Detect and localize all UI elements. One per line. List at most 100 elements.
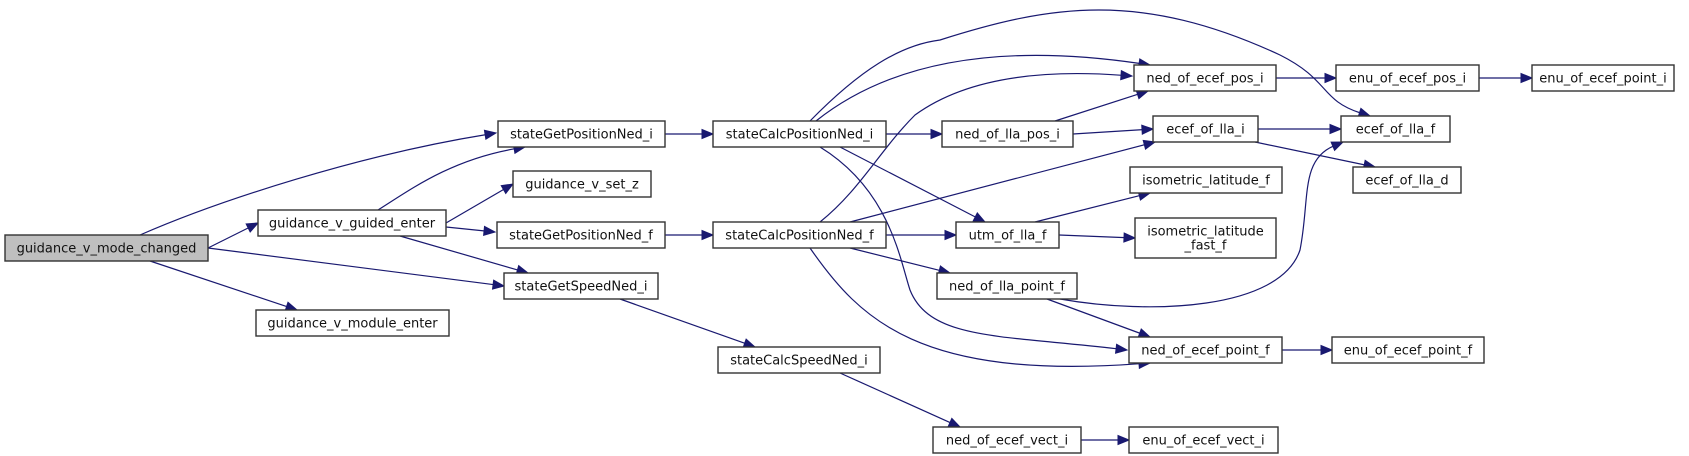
edge-ned_of_ecef_point_f-to-enu_of_ecef_point_f	[1282, 344, 1334, 356]
node-ned_of_ecef_vect_i[interactable]: ned_of_ecef_vect_i	[932, 426, 1082, 454]
node-box	[1133, 64, 1277, 92]
node-enu_of_ecef_point_i[interactable]: enu_of_ecef_point_i	[1531, 64, 1675, 92]
node-label: enu_of_ecef_point_f	[1344, 344, 1473, 359]
edge-line	[849, 247, 941, 272]
arrowhead-icon	[483, 129, 498, 141]
edge-guidance_v_guided_enter-to-stateGetPositionNed_f	[445, 225, 497, 237]
node-stateGetPositionNed_f[interactable]: stateGetPositionNed_f	[496, 221, 666, 249]
node-box	[1352, 166, 1462, 194]
node-box	[936, 272, 1078, 300]
arrowhead-icon	[701, 128, 715, 140]
node-box	[1129, 166, 1283, 194]
arrowhead-icon	[1141, 124, 1155, 135]
node-label: ned_of_ecef_pos_i	[1146, 72, 1263, 87]
node-stateGetPositionNed_i[interactable]: stateGetPositionNed_i	[497, 120, 666, 148]
edge-utm_of_lla_f-to-isometric_latitude_f	[1034, 190, 1152, 223]
edge-stateGetPositionNed_f-to-stateCalcPositionNed_f	[665, 229, 715, 241]
node-box	[497, 120, 666, 148]
node-label: utm_of_lla_f	[969, 229, 1047, 244]
edge-line	[207, 247, 495, 286]
edge-line	[445, 226, 486, 232]
node-label: enu_of_ecef_vect_i	[1142, 434, 1264, 449]
node-stateCalcSpeedNed_i[interactable]: stateCalcSpeedNed_i	[717, 346, 881, 374]
node-ned_of_ecef_pos_i[interactable]: ned_of_ecef_pos_i	[1133, 64, 1277, 92]
arrowhead-icon	[1324, 72, 1338, 84]
node-label: ned_of_lla_pos_i	[955, 128, 1060, 143]
arrowhead-icon	[1120, 69, 1134, 81]
edge-line	[1072, 129, 1144, 135]
edge-line	[1059, 145, 1335, 308]
node-guidance_v_set_z[interactable]: guidance_v_set_z	[512, 170, 652, 198]
node-label: stateGetPositionNed_f	[509, 229, 653, 244]
node-label: stateGetPositionNed_i	[510, 128, 653, 143]
edge-stateGetSpeedNed_i-to-stateCalcSpeedNed_i	[619, 298, 757, 349]
node-isometric_latitude_f[interactable]: isometric_latitude_f	[1129, 166, 1283, 194]
node-enu_of_ecef_pos_i[interactable]: enu_of_ecef_pos_i	[1335, 64, 1480, 92]
arrowhead-icon	[1123, 232, 1137, 243]
edge-line	[139, 134, 487, 236]
node-box	[712, 120, 887, 148]
node-box	[955, 221, 1060, 249]
node-stateCalcPositionNed_i[interactable]: stateCalcPositionNed_i	[712, 120, 887, 148]
node-label: enu_of_ecef_pos_i	[1349, 72, 1466, 87]
edge-line	[149, 260, 288, 308]
node-guidance_v_guided_enter[interactable]: guidance_v_guided_enter	[257, 209, 447, 237]
edge-line	[1034, 194, 1141, 223]
node-box	[257, 209, 447, 237]
node-label: isometric_latitude	[1147, 225, 1264, 240]
node-box	[712, 221, 887, 249]
edge-line	[619, 298, 746, 345]
node-label: stateGetSpeedNed_i	[515, 280, 648, 295]
node-label: ecef_of_lla_d	[1365, 174, 1448, 189]
node-ecef_of_lla_i[interactable]: ecef_of_lla_i	[1152, 115, 1259, 143]
arrowhead-icon	[245, 222, 260, 233]
edge-stateCalcPositionNed_i-to-ned_of_lla_pos_i	[886, 128, 944, 140]
node-enu_of_ecef_point_f[interactable]: enu_of_ecef_point_f	[1331, 336, 1485, 364]
arrowhead-icon	[500, 183, 515, 195]
node-utm_of_lla_f[interactable]: utm_of_lla_f	[955, 221, 1060, 249]
node-box	[1531, 64, 1675, 92]
node-ned_of_lla_pos_i[interactable]: ned_of_lla_pos_i	[941, 120, 1074, 148]
node-label: guidance_v_module_enter	[267, 317, 438, 332]
nodes-layer: guidance_v_mode_changed guidance_v_guided…	[4, 64, 1675, 454]
node-box	[1340, 115, 1451, 143]
node-label: _fast_f	[1184, 239, 1227, 254]
edge-line	[445, 188, 505, 224]
edge-guidance_v_guided_enter-to-guidance_v_set_z	[445, 183, 515, 224]
edge-line	[399, 235, 519, 271]
node-box	[255, 309, 450, 337]
node-label: enu_of_ecef_point_i	[1539, 72, 1667, 87]
edge-line	[839, 372, 952, 424]
edge-line	[809, 9, 1361, 122]
node-label: ned_of_lla_point_f	[949, 280, 1065, 295]
node-enu_of_ecef_vect_i[interactable]: enu_of_ecef_vect_i	[1128, 426, 1279, 454]
node-box	[1335, 64, 1480, 92]
node-box	[1128, 426, 1279, 454]
node-label: ecef_of_lla_i	[1166, 123, 1245, 138]
arrowhead-icon	[1520, 72, 1534, 84]
node-ned_of_lla_point_f[interactable]: ned_of_lla_point_f	[936, 272, 1078, 300]
edge-stateCalcPositionNed_f-to-ned_of_lla_point_f	[849, 247, 952, 276]
node-ecef_of_lla_d[interactable]: ecef_of_lla_d	[1352, 166, 1462, 194]
node-stateGetSpeedNed_i[interactable]: stateGetSpeedNed_i	[503, 272, 659, 300]
edge-ned_of_ecef_pos_i-to-enu_of_ecef_pos_i	[1276, 72, 1338, 84]
node-guidance_v_mode_changed[interactable]: guidance_v_mode_changed	[4, 234, 209, 262]
node-ecef_of_lla_f[interactable]: ecef_of_lla_f	[1340, 115, 1451, 143]
arrowhead-icon	[1137, 328, 1152, 338]
edge-ned_of_lla_pos_i-to-ned_of_ecef_pos_i	[1054, 89, 1150, 122]
arrowhead-icon	[1329, 123, 1343, 135]
edge-stateCalcPositionNed_i-to-ned_of_ecef_pos_i	[815, 54, 1152, 122]
node-box	[717, 346, 881, 374]
edge-guidance_v_mode_changed-to-guidance_v_module_enter	[149, 260, 299, 312]
edge-utm_of_lla_f-to-isometric_latitude_fast_f	[1058, 232, 1137, 243]
node-box	[1134, 217, 1277, 259]
arrowhead-icon	[1142, 139, 1157, 150]
node-guidance_v_module_enter[interactable]: guidance_v_module_enter	[255, 309, 450, 337]
node-stateCalcPositionNed_f[interactable]: stateCalcPositionNed_f	[712, 221, 887, 249]
edge-line	[819, 72, 1123, 223]
arrowhead-icon	[1330, 141, 1345, 152]
arrowhead-icon	[742, 338, 757, 349]
node-isometric_latitude_fast_f[interactable]: isometric_latitude_fast_f	[1134, 217, 1277, 259]
node-label: guidance_v_set_z	[525, 178, 639, 193]
node-ned_of_ecef_point_f[interactable]: ned_of_ecef_point_f	[1128, 336, 1283, 364]
